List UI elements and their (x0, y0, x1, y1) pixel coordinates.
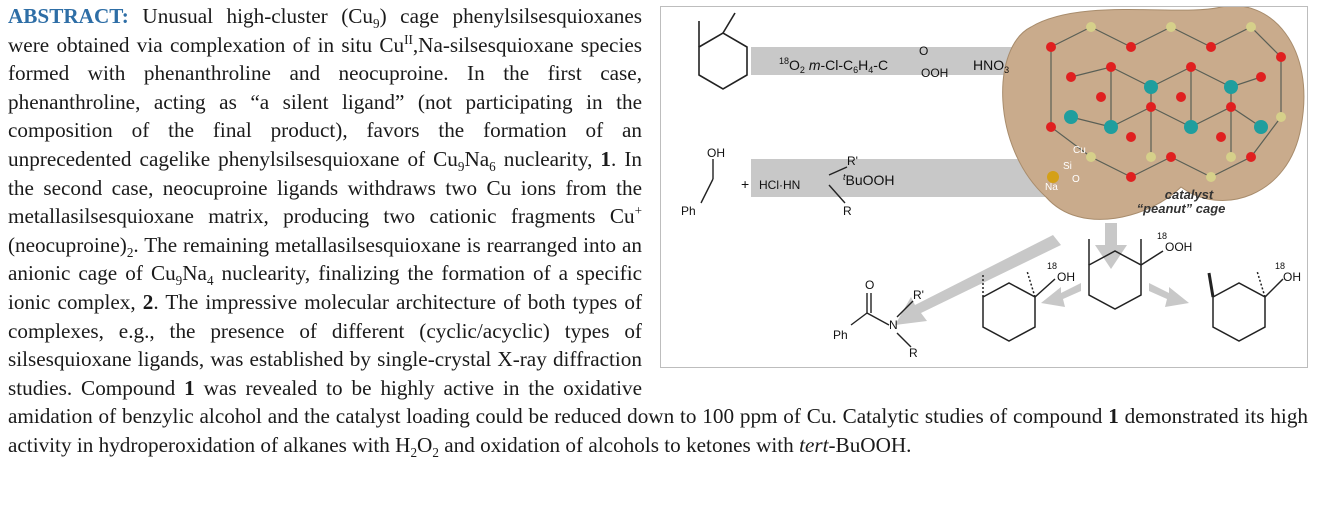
arrow-to-alcohol-left (1041, 283, 1081, 307)
abstract-segment: 1 (184, 375, 195, 400)
alcohol-left-oh: OH (1057, 270, 1075, 284)
abstract-segment: ) cage phenylsilsesquioxanes were obtain… (8, 4, 642, 57)
amide-n: N (889, 318, 898, 332)
abstract-segment: 6 (489, 159, 496, 175)
alcohol-left-iso: 18 (1047, 261, 1057, 271)
abstract-segment: . In the second case, neocuproine ligand… (8, 146, 642, 229)
reagent-hno3: HNO3 (973, 57, 1009, 75)
alcohol-plus: + (741, 176, 749, 192)
abstract-segment: + (634, 203, 642, 219)
abstract-body: Unusual high-cluster (Cu9) cage phenylsi… (8, 4, 1309, 461)
arrow-to-peroxide (1095, 223, 1127, 269)
cage-atoms (1046, 22, 1286, 183)
alcohol-product-right (1207, 270, 1284, 342)
mcpba-carbonyl-o: O (919, 44, 928, 58)
amine-r1: R' (847, 154, 858, 168)
abstract-segment: 9 (373, 16, 380, 32)
abstract-segment: 9 (175, 273, 183, 289)
alcohol-product-left (982, 270, 1056, 342)
reagent-tbuooh: tBuOOH (843, 172, 895, 188)
reagents-top: 18O2 m-Cl-C6H4-C (779, 56, 888, 75)
dimethylcyclohexane-structure (698, 12, 748, 90)
cage-o-label: O (1072, 174, 1080, 185)
abstract-segment: 2 (432, 445, 439, 461)
alcohol-right-iso: 18 (1275, 261, 1285, 271)
toc-graphic: Cu Si O Na catalyst “peanut” cage 18O2 m… (660, 6, 1308, 368)
peroxide-iso: 18 (1157, 231, 1167, 241)
abstract-segment: demonstrated its high activity in hydrop… (8, 404, 1309, 457)
abstract-segment: 1 (600, 146, 612, 171)
abstract-segment: Unusual high-cluster (Cu (128, 4, 374, 28)
amine-salt: HCl·HN (759, 178, 800, 192)
abstract-segment: 9 (457, 159, 465, 175)
peroxide-ooh: OOH (1165, 240, 1192, 254)
abstract-segment: . The impressive molecular architecture … (8, 289, 643, 400)
abstract-segment: Na (182, 261, 207, 286)
abstract-segment: -BuOOH. (828, 432, 912, 457)
cage-caption-catalyst: catalyst (1165, 187, 1214, 202)
amine-r: R (843, 204, 852, 218)
cage-na-label: Na (1045, 182, 1058, 193)
amide-structure (850, 293, 914, 348)
cage-caption-peanut: “peanut” cage (1137, 201, 1226, 216)
abstract-segment: O (417, 432, 433, 457)
mcpba-ooh: OOH (921, 66, 948, 80)
alcohol-oh: OH (707, 146, 725, 160)
peanut-cage: Cu Si O Na catalyst “peanut” cage (1002, 7, 1305, 220)
abstract-label: ABSTRACT: (8, 4, 129, 28)
abstract-paragraph: Cu Si O Na catalyst “peanut” cage 18O2 m… (8, 2, 1308, 460)
amide-r: R (909, 346, 918, 360)
amide-ph: Ph (833, 328, 848, 342)
abstract-segment: 2 (142, 289, 154, 314)
abstract-segment: nuclearity, finalizing the formation of … (8, 261, 642, 314)
alcohol-right-oh: OH (1283, 270, 1301, 284)
graphic-svg: Cu Si O Na catalyst “peanut” cage 18O2 m… (681, 7, 1305, 360)
amide-o: O (865, 278, 874, 292)
abstract-segment: 1 (1108, 404, 1119, 429)
amide-r1: R' (913, 288, 924, 302)
abstract-segment: nuclearity, (495, 146, 601, 171)
arrow-to-amide (895, 235, 1061, 325)
abstract-segment: Na (464, 146, 490, 171)
reagent-arrow-mid (751, 139, 1121, 215)
abstract-segment: tert (799, 432, 829, 457)
arrow-to-alcohol-right (1149, 283, 1189, 307)
abstract-segment: 4 (206, 273, 214, 289)
cage-cu-label: Cu (1073, 145, 1086, 156)
alcohol-ph: Ph (681, 204, 696, 218)
benzyl-alcohol-structure (700, 159, 848, 204)
abstract-segment: and oxidation of alcohols to ketones wit… (438, 432, 800, 457)
abstract-segment: ,Na-silsesquioxane species formed with p… (8, 32, 642, 171)
cage-si-label: Si (1063, 161, 1072, 172)
abstract-segment: (neocuproine) (8, 232, 127, 257)
hydroperoxide-structure (1088, 239, 1164, 310)
abstract-segment: II (404, 31, 413, 47)
abstract-segment: . The remaining metallasilsesquioxane is… (8, 232, 642, 286)
abstract-segment: was revealed to be highly active in the … (8, 375, 1109, 429)
abstract-segment: 2 (410, 445, 418, 461)
abstract-segment: 2 (126, 244, 134, 260)
reagent-arrow-top (751, 29, 1113, 93)
